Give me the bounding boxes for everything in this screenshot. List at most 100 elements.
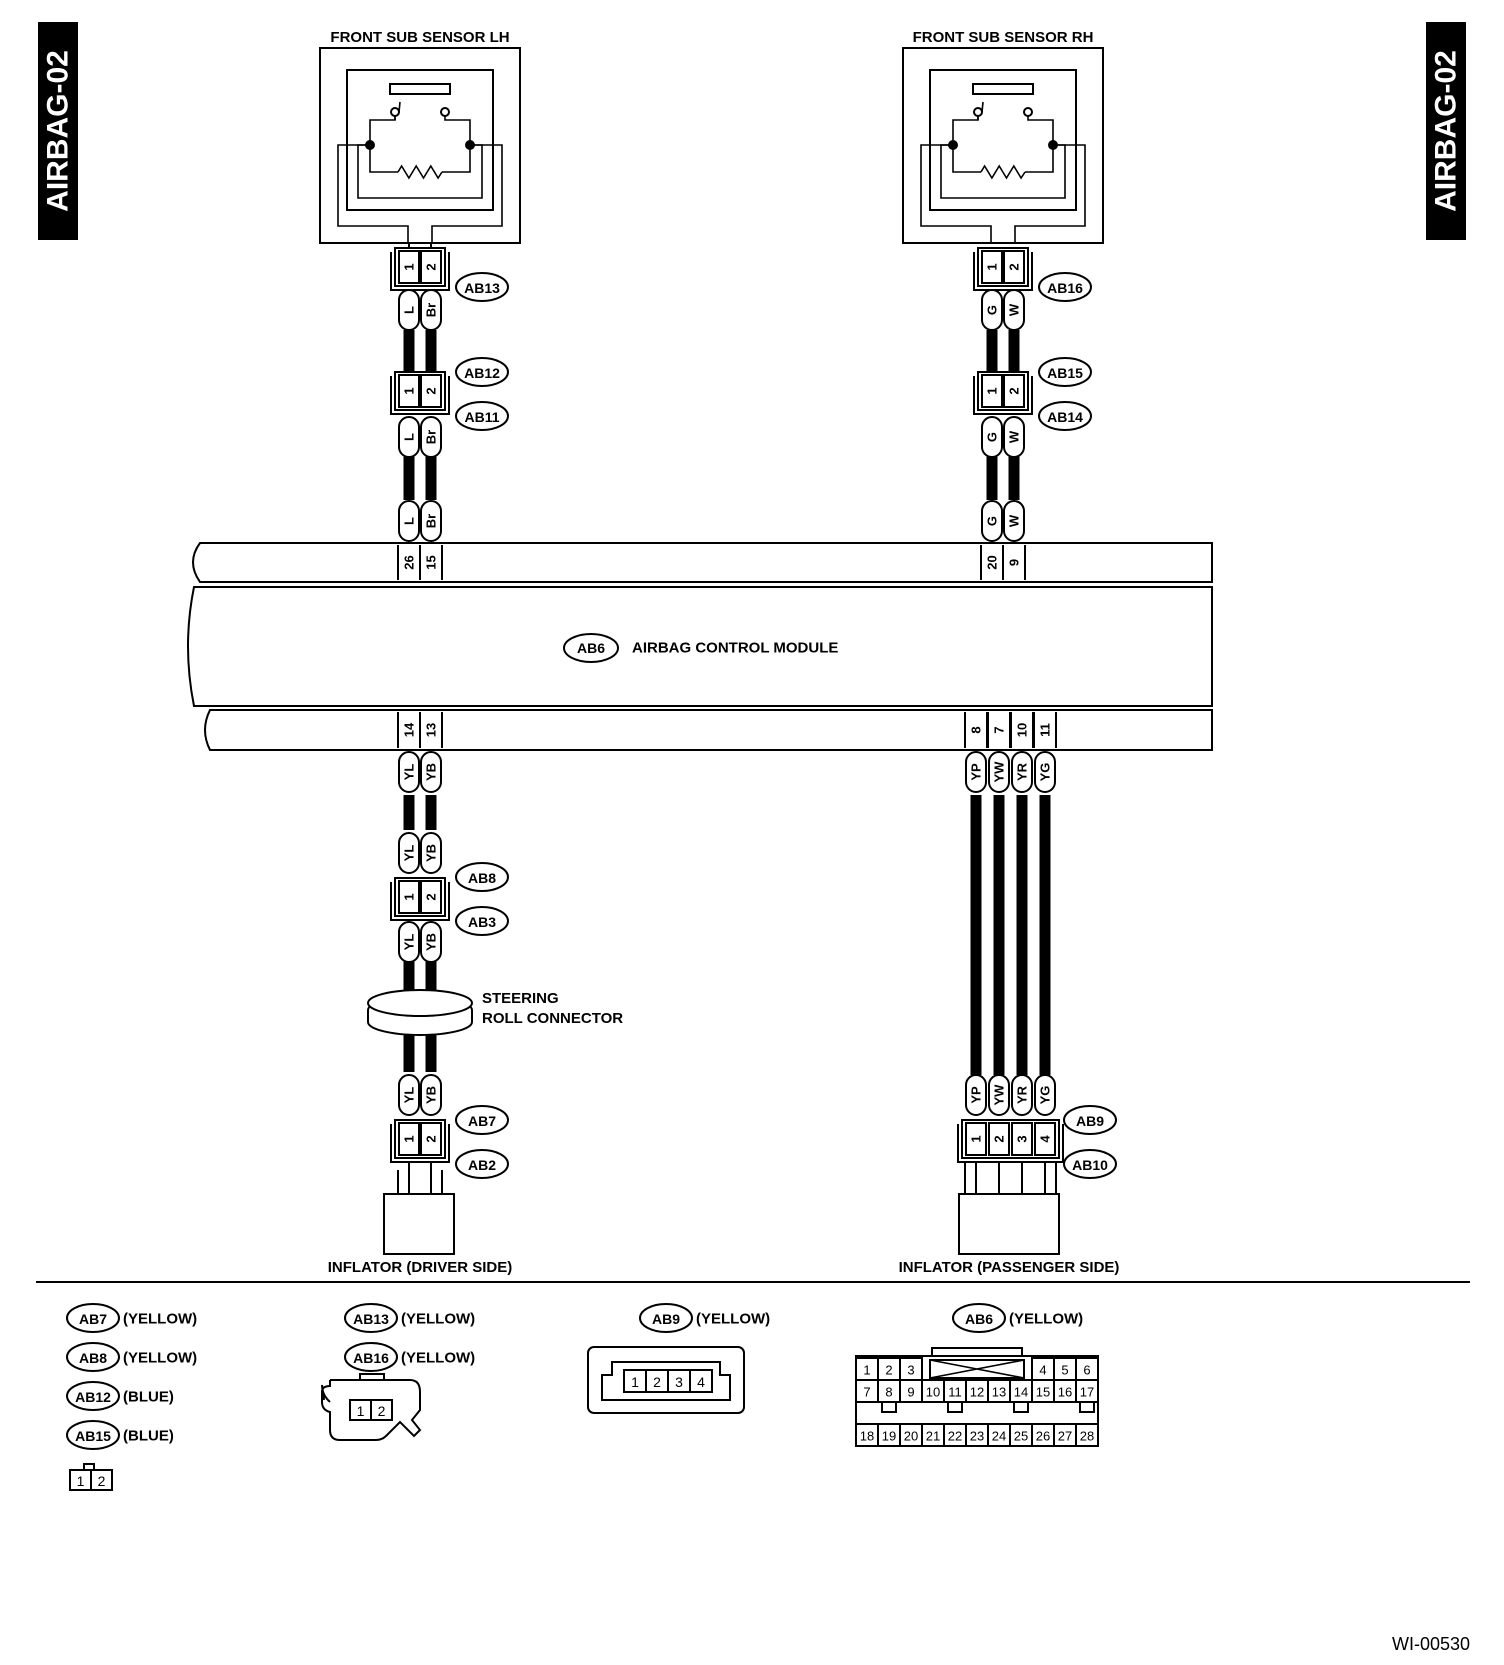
legend-group1-code-0: AB7 xyxy=(79,1311,107,1327)
wire-rh-a-0: G xyxy=(985,305,1000,315)
ab9-pin-2: 3 xyxy=(1015,1135,1030,1142)
ab6-pin: 14 xyxy=(1014,1385,1028,1400)
wire-passenger-b-1: YW xyxy=(992,1084,1007,1106)
ab9-pin-0: 1 xyxy=(969,1135,984,1142)
wire-lh-a-0: L xyxy=(402,306,417,314)
connector-ab8-badge xyxy=(455,862,509,892)
wire-passenger-a-1: YW xyxy=(992,761,1007,783)
ab6-pin: 7 xyxy=(863,1385,870,1400)
connector-ab8: AB8 xyxy=(468,870,496,886)
legend-group4-code-0: AB6 xyxy=(965,1311,993,1327)
ab6-pin: 11 xyxy=(948,1385,962,1400)
front-sub-sensor-lh xyxy=(319,47,521,244)
legend-pin: 4 xyxy=(697,1374,705,1390)
ab6-pin: 19 xyxy=(882,1429,896,1444)
legend-pin: 1 xyxy=(77,1473,85,1489)
wire-passenger-a-2: YR xyxy=(1015,762,1030,781)
ab12-pin-0: 1 xyxy=(402,387,417,394)
ab6-pin: 4 xyxy=(1039,1363,1046,1378)
inflator-passenger xyxy=(958,1193,1060,1255)
legend-pin: 1 xyxy=(631,1374,639,1390)
svg-text:AIRBAG-02: AIRBAG-02 xyxy=(42,50,75,212)
legend-group1-code-1: AB8 xyxy=(79,1350,107,1366)
connector-ab14: AB14 xyxy=(1047,409,1083,425)
wire-driver-b-1: YB xyxy=(424,844,439,862)
legend-group1-badge-3 xyxy=(66,1420,120,1450)
legend-group1-code-3: AB15 xyxy=(75,1428,111,1444)
ab6-pin: 12 xyxy=(970,1385,984,1400)
wire-rh-b-0: G xyxy=(985,432,1000,442)
connector-ab6-badge xyxy=(563,633,619,663)
ab6-pin: 10 xyxy=(926,1385,940,1400)
legend-group2-code-0: AB13 xyxy=(353,1311,389,1327)
ab6-pin: 26 xyxy=(1036,1429,1050,1444)
legend-group1-code-2: AB12 xyxy=(75,1389,111,1405)
connector-ab14-badge xyxy=(1038,401,1092,431)
sensor-rh-title: FRONT SUB SENSOR RH xyxy=(913,29,1094,46)
connector-ab13: AB13 xyxy=(464,280,500,296)
module-pin-driver-1: 13 xyxy=(424,723,439,737)
ab9-pin-1: 2 xyxy=(992,1135,1007,1142)
connector-ab11-badge xyxy=(455,401,509,431)
ab6-pin: 27 xyxy=(1058,1429,1072,1444)
ab16-pin-1: 2 xyxy=(1007,263,1022,270)
wire-passenger-a-3: YG xyxy=(1038,763,1053,782)
ab13-pin-0: 1 xyxy=(402,263,417,270)
module-pin-driver-0: 14 xyxy=(402,722,417,737)
connector-ab3: AB3 xyxy=(468,914,496,930)
ab15-pin-0: 1 xyxy=(985,387,1000,394)
wire-rh-c-1: W xyxy=(1007,514,1022,527)
wire-passenger-b-0: YP xyxy=(969,1086,984,1104)
front-sub-sensor-rh xyxy=(902,47,1104,244)
module-pin-lh-0: 26 xyxy=(402,555,417,569)
ab6-pin: 25 xyxy=(1014,1429,1028,1444)
ab6-pin: 15 xyxy=(1036,1385,1050,1400)
connector-ab9: AB9 xyxy=(1076,1113,1104,1129)
sensor-lh-title: FRONT SUB SENSOR LH xyxy=(330,29,509,46)
connector-ab7-badge xyxy=(455,1105,509,1135)
ab6-pin: 9 xyxy=(907,1385,914,1400)
connector-ab10-badge xyxy=(1063,1149,1117,1179)
wire-driver-c-1: YB xyxy=(424,933,439,951)
connector-ab10: AB10 xyxy=(1072,1157,1108,1173)
ab6-pin: 1 xyxy=(863,1363,870,1378)
wire-lh-a-1: Br xyxy=(424,303,439,317)
ab6-pin: 23 xyxy=(970,1429,984,1444)
ab6-pin: 6 xyxy=(1083,1363,1090,1378)
legend-group2-badge-1 xyxy=(344,1342,398,1372)
side-tab-left: AIRBAG-02 xyxy=(38,22,78,240)
wire-driver-d-1: YB xyxy=(424,1086,439,1104)
airbag-control-module: AB6 AIRBAG CONTROL MODULE xyxy=(187,542,1213,751)
ab16-pin-0: 1 xyxy=(985,263,1000,270)
connector-ab11: AB11 xyxy=(464,409,499,425)
connector-ab13-badge xyxy=(455,272,509,302)
module-pin-passenger-2: 10 xyxy=(1015,723,1030,737)
connector-ab7: AB7 xyxy=(468,1113,496,1129)
wire-driver-a-1: YB xyxy=(424,763,439,781)
ab6-pin: 5 xyxy=(1061,1363,1068,1378)
wire-passenger-b-3: YG xyxy=(1038,1086,1053,1105)
legend-group1-badge-2 xyxy=(66,1381,120,1411)
inflator-passenger-label: INFLATOR (PASSENGER SIDE) xyxy=(899,1259,1120,1276)
ab6-pin: 28 xyxy=(1080,1429,1094,1444)
connector-ab9-badge xyxy=(1063,1105,1117,1135)
ab6-pin: 17 xyxy=(1080,1385,1094,1400)
connector-ab12: AB12 xyxy=(464,365,500,381)
inflator-driver xyxy=(383,1193,455,1255)
connector-ab16-badge xyxy=(1038,272,1092,302)
legend-group1-color-0: (YELLOW) xyxy=(123,1311,197,1328)
wire-lh-c-0: L xyxy=(402,517,417,525)
legend-pin: 2 xyxy=(98,1473,106,1489)
ab6-pin: 3 xyxy=(907,1363,914,1378)
inflator-driver-label: INFLATOR (DRIVER SIDE) xyxy=(328,1259,512,1276)
wire-driver-b-0: YL xyxy=(402,845,417,862)
ab12-pin-1: 2 xyxy=(424,387,439,394)
module-pin-rh-1: 9 xyxy=(1007,559,1022,566)
connector-ab15-badge xyxy=(1038,357,1092,387)
ab6-pin: 18 xyxy=(860,1429,874,1444)
module-pin-passenger-3: 11 xyxy=(1038,723,1053,737)
ab6-pin: 24 xyxy=(992,1429,1006,1444)
ab13-pin-1: 2 xyxy=(424,263,439,270)
